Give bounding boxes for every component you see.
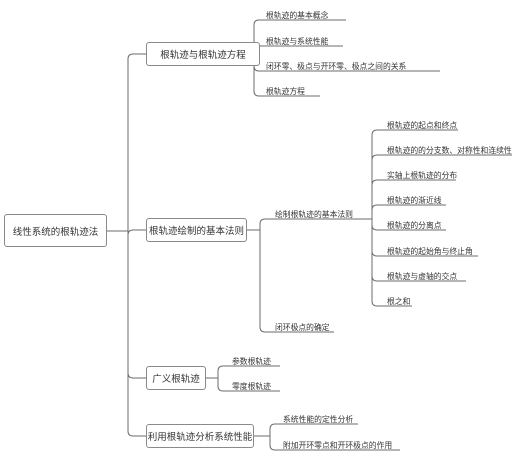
branch0-connector-branch [253,65,262,72]
leaf-start-end-points[interactable]: 根轨迹的起点和终点 [387,121,458,130]
leaf-branches-symmetry[interactable]: 根轨迹的的分支数、对称性和连续性 [387,146,512,155]
branch2-connector-branch [217,385,228,392]
branch3-connector-branch [269,444,280,451]
rules-connector-branch [371,154,384,161]
branch0-connector-branch [253,19,262,26]
leaf-closed-open-zeros-poles[interactable]: 闭环零、极点与开环零、极点之间的关系 [266,62,407,71]
branch2-connector-branch [217,365,228,372]
root-connector-branch [127,229,146,236]
branch-node-generalized-locus[interactable]: 广义根轨迹 [146,366,206,390]
root-node[interactable]: 线性系统的根轨迹法 [4,214,107,247]
leaf-added-zeros-poles[interactable]: 附加开环零点和开环极点的作用 [283,441,393,450]
rules-connector-branch [371,250,384,257]
leaf-basic-concept[interactable]: 根轨迹的基本概念 [266,11,329,20]
leaf-locus-and-performance[interactable]: 根轨迹与系统性能 [266,37,329,46]
branch-node-root-locus-equation[interactable]: 根轨迹与根轨迹方程 [146,42,260,66]
rules-connector-branch [371,129,384,136]
leaf-real-axis-distribution[interactable]: 实轴上根轨迹的分布 [387,171,458,180]
root-connector-branch [127,53,146,60]
branch-node-drawing-rules[interactable]: 根轨迹绘制的基本法则 [146,218,247,242]
rules-connector-branch [371,300,384,307]
rules-connector-branch [371,224,384,231]
branch3-connector-branch [269,423,280,430]
branch-node-performance-analysis[interactable]: 利用根轨迹分析系统性能 [146,424,254,448]
leaf-imaginary-axis-crossing[interactable]: 根轨迹与虚轴的交点 [387,272,458,281]
rules-connector-branch [371,179,384,186]
leaf-asymptotes[interactable]: 根轨迹的渐近线 [387,196,442,205]
branch0-connector-branch [253,90,262,97]
leaf-parameter-locus[interactable]: 参数根轨迹 [232,357,271,366]
root-connector-branch [127,372,146,379]
branch1-connector-branch [259,326,272,333]
leaf-zero-degree-locus[interactable]: 零度根轨迹 [232,382,271,391]
leaf-closed-loop-poles[interactable]: 闭环极点的确定 [275,323,330,332]
root-connector-branch [127,430,146,437]
leaf-departure-arrival-angles[interactable]: 根轨迹的起始角与终止角 [387,247,473,256]
leaf-breakaway-point[interactable]: 根轨迹的分离点 [387,221,442,230]
subbranch-drawing-rules[interactable]: 绘制根轨迹的基本法则 [275,210,353,219]
rules-connector-branch [371,204,384,211]
rules-connector-branch [371,275,384,282]
leaf-qualitative-analysis[interactable]: 系统性能的定性分析 [283,415,354,424]
leaf-locus-equation[interactable]: 根轨迹方程 [266,87,305,96]
leaf-sum-of-roots[interactable]: 根之和 [387,297,411,306]
branch1-connector-branch [259,218,272,225]
